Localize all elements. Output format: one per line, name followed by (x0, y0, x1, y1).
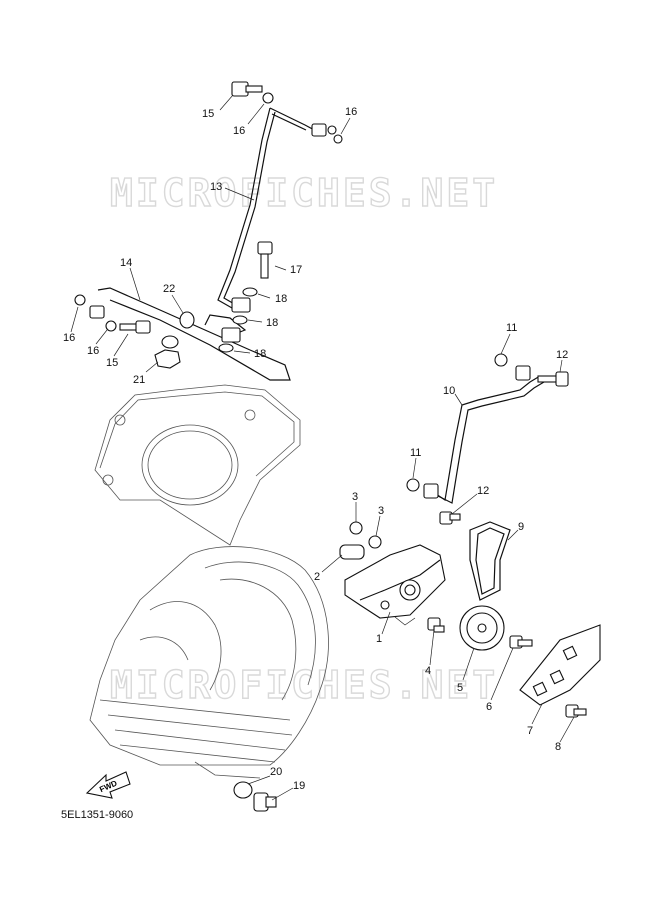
part-labels: 15 16 16 13 17 18 18 18 14 22 16 16 15 2… (63, 106, 568, 792)
clamp-21 (154, 335, 181, 369)
union-14-lower (221, 327, 241, 343)
bolt-4 (427, 617, 445, 633)
washer-16-c (74, 294, 86, 306)
watermark-top: MICROFICHES.NET (110, 171, 498, 215)
label-part-17: 17 (290, 264, 302, 276)
oil-pump-1 (344, 544, 446, 626)
union-bolt-15-top (231, 81, 263, 97)
o-ring-3-a (349, 521, 363, 535)
o-ring-11-a (494, 353, 508, 367)
chain-9 (469, 521, 511, 601)
washer-16-b (333, 134, 343, 144)
label-part-12: 12 (477, 485, 489, 497)
gasket-18-c (218, 343, 234, 353)
union-bolt-15-bottom (119, 320, 151, 334)
label-part-20: 20 (270, 766, 282, 778)
washer-16-a (262, 92, 274, 104)
gasket-18-b (232, 315, 248, 325)
pipe-10-fitting-top (515, 365, 531, 381)
label-part-3: 3 (378, 505, 384, 517)
pipe-10-fitting-bottom (423, 483, 439, 499)
o-ring-3-b (368, 535, 382, 549)
label-part-2: 2 (314, 571, 320, 583)
label-part-21: 21 (133, 374, 145, 386)
label-part-22: 22 (163, 283, 175, 295)
dowel-pin-2 (339, 544, 365, 560)
label-part-7: 7 (527, 725, 533, 737)
label-part-6: 6 (486, 701, 492, 713)
drain-plug-19 (253, 792, 277, 812)
bolt-8 (565, 704, 587, 718)
leader-lines (70, 94, 575, 801)
label-part-18: 18 (254, 348, 266, 360)
label-part-3: 3 (352, 491, 358, 503)
union-13-right (311, 123, 337, 137)
label-part-13: 13 (210, 181, 222, 193)
label-part-15: 15 (106, 357, 118, 369)
label-part-9: 9 (518, 521, 524, 533)
fwd-arrow-icon: FWD (85, 771, 131, 799)
label-part-15: 15 (202, 108, 214, 120)
union-13-lower (231, 297, 251, 313)
diagram-code: 5EL1351-9060 (61, 809, 133, 821)
washer-16-d (105, 320, 117, 332)
label-part-16: 16 (233, 125, 245, 137)
label-part-18: 18 (275, 293, 287, 305)
label-part-1: 1 (376, 633, 382, 645)
label-part-14: 14 (120, 257, 132, 269)
label-part-19: 19 (293, 780, 305, 792)
label-part-11: 11 (410, 447, 421, 459)
label-part-12: 12 (556, 349, 568, 361)
union-14-left (89, 305, 105, 319)
oil-pipe-14 (97, 287, 291, 381)
label-part-8: 8 (555, 741, 561, 753)
bolt-6 (509, 635, 533, 649)
o-ring-11-b (406, 478, 420, 492)
gasket-20 (233, 781, 253, 799)
label-part-5: 5 (457, 682, 463, 694)
clamp-22 (179, 311, 195, 329)
label-part-16: 16 (87, 345, 99, 357)
label-part-11: 11 (506, 322, 517, 334)
label-part-10: 10 (443, 385, 455, 397)
bolt-17 (257, 241, 273, 279)
label-part-16: 16 (345, 106, 357, 118)
label-part-16: 16 (63, 332, 75, 344)
engine-outline (89, 384, 329, 779)
bolt-12-a (537, 371, 569, 387)
gasket-18-a (242, 287, 258, 297)
sprocket-5 (459, 605, 505, 651)
label-part-4: 4 (425, 665, 431, 677)
bolt-12-b (439, 511, 461, 525)
cover-7 (519, 624, 601, 706)
watermark-bottom: MICROFICHES.NET (110, 663, 498, 707)
label-part-18: 18 (266, 317, 278, 329)
